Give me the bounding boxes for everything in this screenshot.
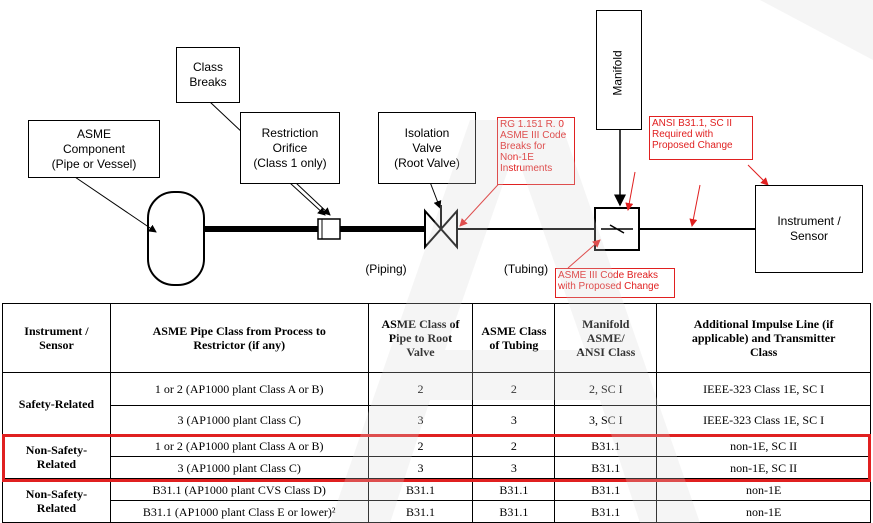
row-group-label: Non-Safety- Related (2, 434, 111, 479)
header-pipe-class: ASME Pipe Class from Process to Restrict… (109, 303, 369, 373)
asme-class-table-wrap: Instrument / Sensor ASME Pipe Class from… (2, 303, 871, 523)
class-breaks-label: Class Breaks (176, 47, 240, 103)
table-cell: B31.1 (554, 434, 658, 457)
manifold-label-wrap: Manifold (608, 18, 628, 128)
table-cell: B31.1 (AP1000 plant CVS Class D) (109, 478, 369, 501)
table-row: B31.1 (AP1000 plant Class E or lower)² B… (3, 500, 871, 523)
manifold-label: Manifold (611, 50, 626, 96)
table-cell: IEEE-323 Class 1E, SC I (656, 372, 871, 406)
table-cell: 3 (AP1000 plant Class C) (109, 456, 369, 479)
table-cell: 2, SC I (554, 372, 658, 406)
table-cell: non-1E (656, 478, 871, 501)
ansi-b311-note: ANSI B31.1, SC II Required with Proposed… (649, 116, 753, 160)
table-cell: 2 (472, 372, 556, 406)
table-cell: B31.1 (472, 478, 556, 501)
header-root-valve-class: ASME Class of Pipe to Root Valve (367, 303, 474, 373)
table-cell: non-1E, SC II (656, 456, 871, 479)
asme-component-label: ASME Component (Pipe or Vessel) (28, 120, 160, 178)
table-row: Safety-Related 1 or 2 (AP1000 plant Clas… (2, 372, 871, 435)
table-row: Non-Safety- Related B31.1 (AP1000 plant … (2, 478, 871, 523)
header-impulse-line-class: Additional Impulse Line (if applicable) … (656, 303, 871, 373)
vessel-shape (147, 191, 205, 286)
table-cell: 3, SC I (554, 405, 658, 435)
header-tubing-class: ASME Class of Tubing (472, 303, 556, 373)
header-instrument-sensor: Instrument / Sensor (2, 303, 111, 373)
manifold-box (596, 10, 642, 130)
table-cell: B31.1 (AP1000 plant Class E or lower)² (109, 500, 369, 523)
rg-1151-note: RG 1.151 R. 0 ASME III Code Breaks for N… (497, 117, 575, 185)
table-cell: 2 (472, 434, 556, 457)
piping-diagram: Class Breaks ASME Component (Pipe or Ves… (28, 10, 863, 298)
tubing-label: (Tubing) (503, 262, 549, 276)
row-group-label: Non-Safety- Related (2, 478, 111, 523)
table-cell: 2 (367, 372, 474, 406)
header-manifold-class: Manifold ASME/ ANSI Class (554, 303, 658, 373)
isolation-valve-label: Isolation Valve (Root Valve) (378, 112, 476, 184)
restriction-orifice-label: Restriction Orifice (Class 1 only) (240, 112, 340, 184)
table-cell: 3 (367, 405, 474, 435)
orifice-shape (317, 218, 341, 240)
table-cell: 3 (367, 456, 474, 479)
table-cell: non-1E, SC II (656, 434, 871, 457)
table-cell: 1 or 2 (AP1000 plant Class A or B) (109, 372, 369, 406)
table-cell: 3 (AP1000 plant Class C) (109, 405, 369, 435)
table-cell: B31.1 (367, 478, 474, 501)
table-header-row: Instrument / Sensor ASME Pipe Class from… (2, 303, 871, 373)
table-row: 3 (AP1000 plant Class C) 3 3 3, SC I IEE… (3, 405, 871, 435)
table-cell: B31.1 (554, 500, 658, 523)
table-cell: non-1E (656, 500, 871, 523)
asme-class-table: Instrument / Sensor ASME Pipe Class from… (2, 303, 871, 523)
table-cell: IEEE-323 Class 1E, SC I (656, 405, 871, 435)
diagram-graphics (71, 101, 769, 286)
table-row: Non-Safety- Related 1 or 2 (AP1000 plant… (2, 434, 871, 479)
table-cell: B31.1 (367, 500, 474, 523)
table-cell: 3 (472, 405, 556, 435)
row-group-label: Safety-Related (2, 372, 111, 435)
table-cell: B31.1 (472, 500, 556, 523)
table-cell: B31.1 (554, 478, 658, 501)
table-cell: 1 or 2 (AP1000 plant Class A or B) (109, 434, 369, 457)
instrument-sensor-label: Instrument / Sensor (755, 185, 863, 273)
asme-iii-code-breaks-note: ASME III Code Breaks with Proposed Chang… (555, 268, 675, 298)
table-cell: 3 (472, 456, 556, 479)
table-row: 3 (AP1000 plant Class C) 3 3 B31.1 non-1… (3, 456, 871, 479)
table-cell: B31.1 (554, 456, 658, 479)
piping-label: (Piping) (365, 262, 407, 276)
table-cell: 2 (367, 434, 474, 457)
